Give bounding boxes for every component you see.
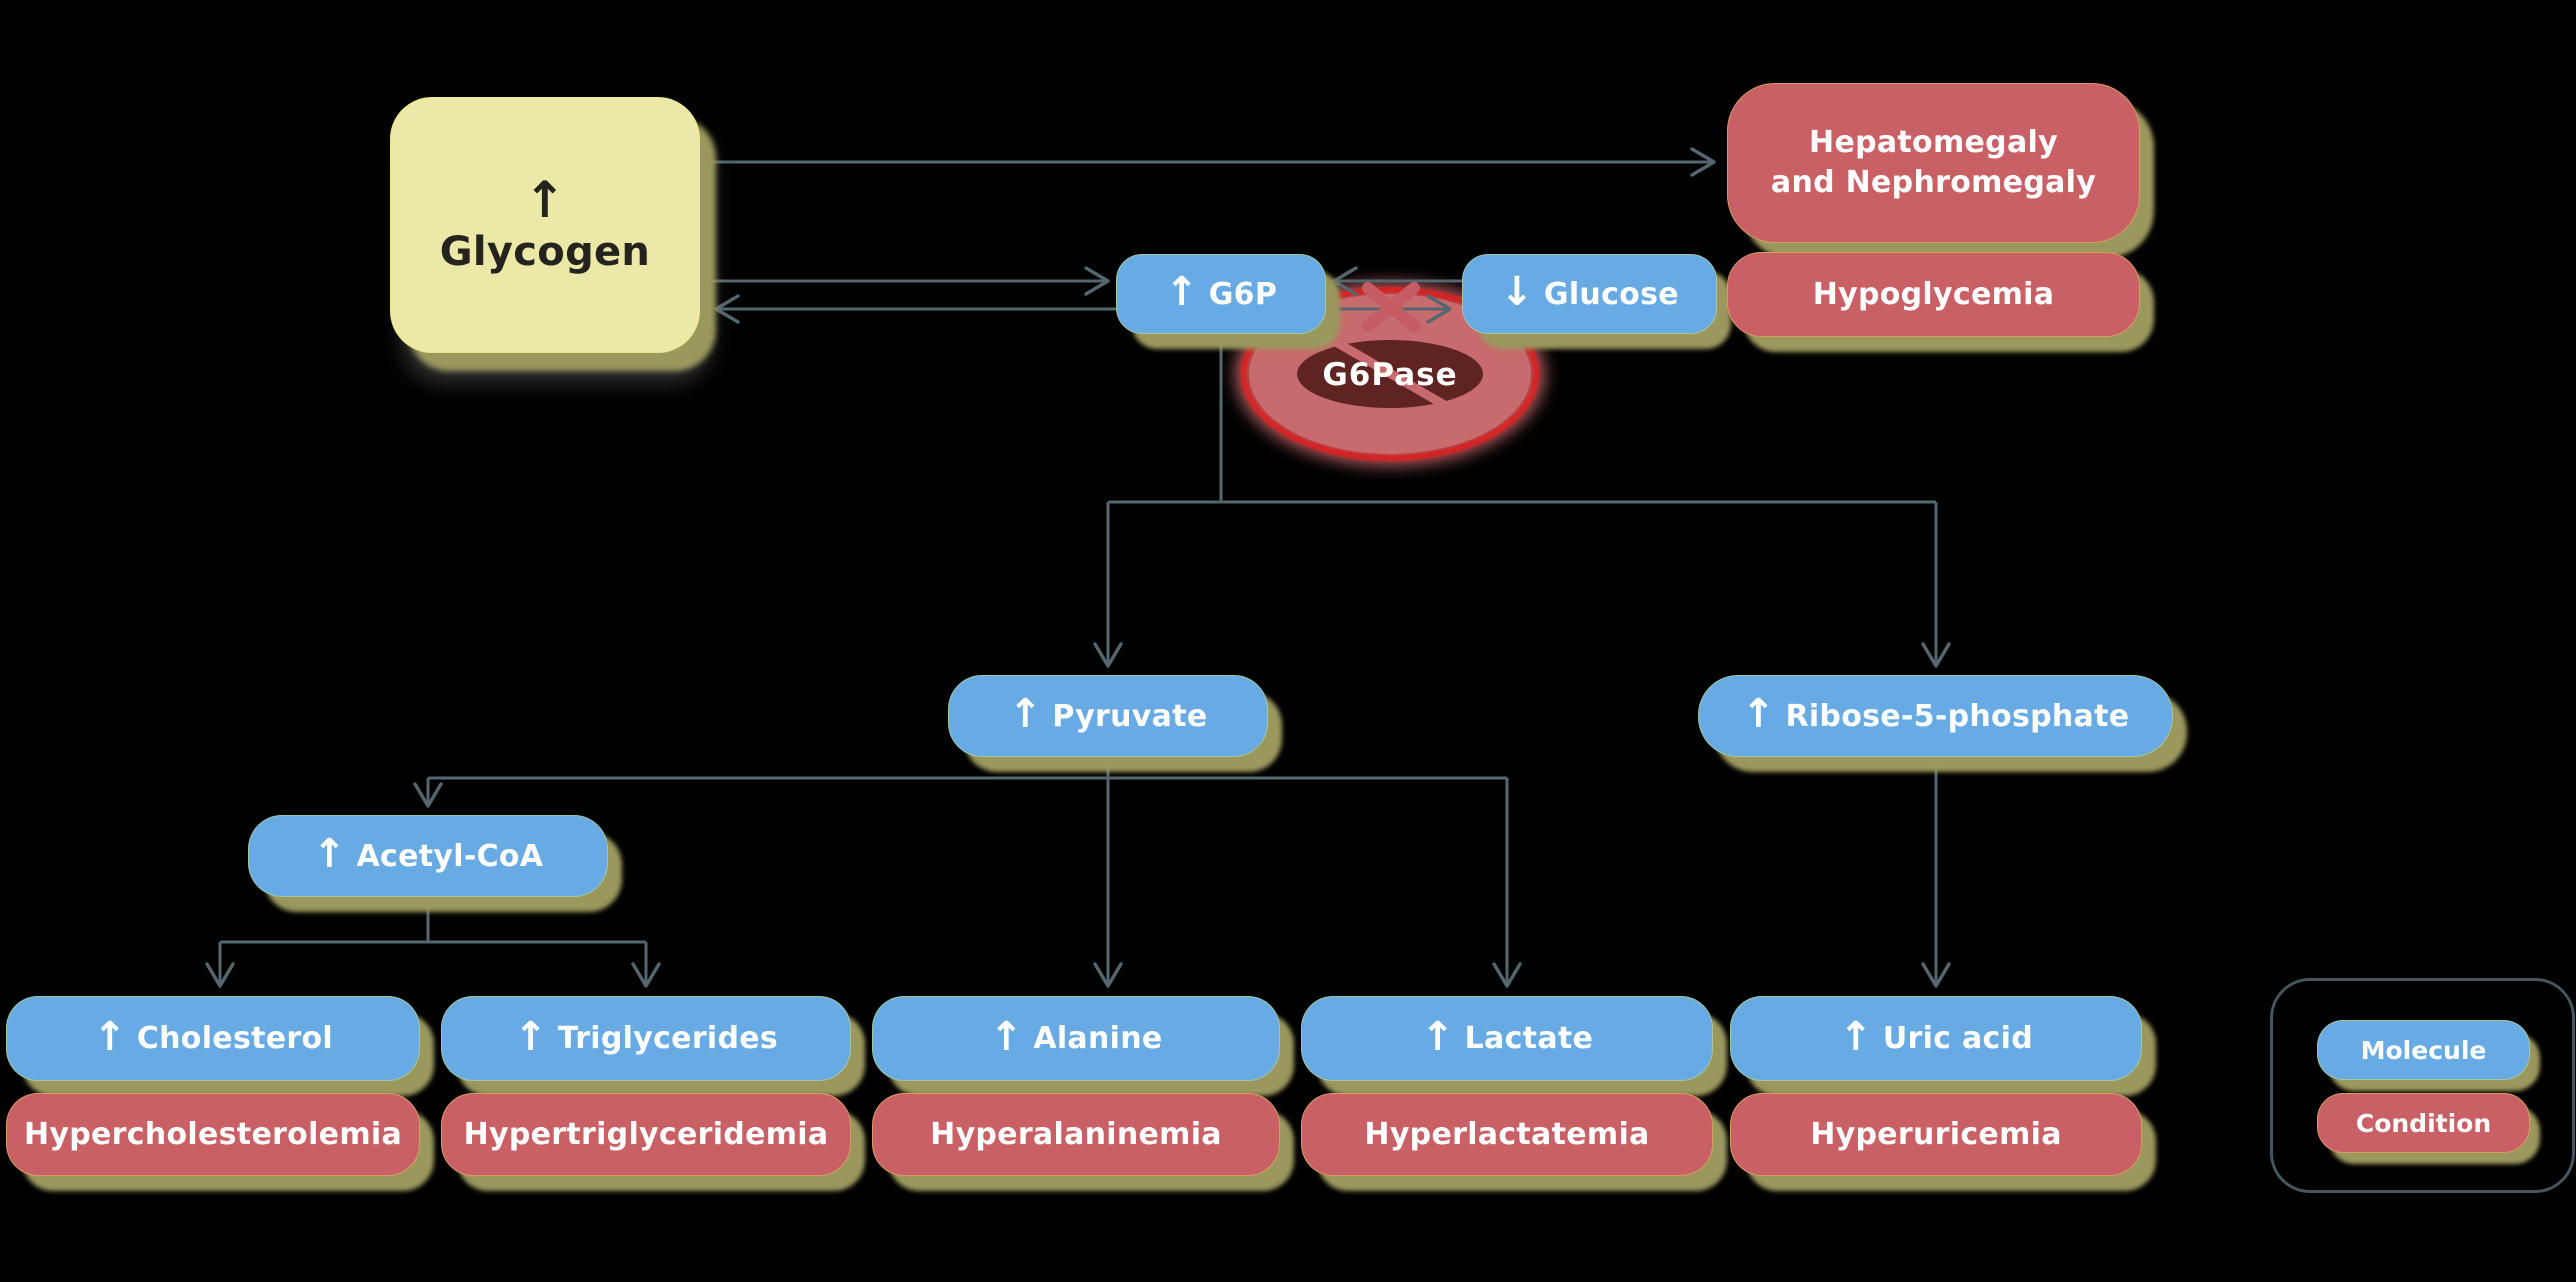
connector-lines — [205, 147, 1951, 988]
increase-arrow-icon: ↑ — [1839, 1013, 1873, 1060]
node-hypercholesterolemia: Hypercholesterolemia — [6, 1093, 420, 1176]
decrease-arrow-icon: ↓ — [1500, 269, 1534, 315]
node-label: Alanine — [1033, 1021, 1163, 1056]
node-label: G6P — [1208, 276, 1278, 312]
node-pyruvate: ↑ Pyruvate — [948, 675, 1268, 757]
node-label: Hyperuricemia — [1810, 1117, 2062, 1152]
node-hyperuricemia: Hyperuricemia — [1730, 1093, 2142, 1176]
node-lactate: ↑ Lactate — [1301, 996, 1713, 1081]
legend-molecule-label: Molecule — [2360, 1035, 2487, 1065]
node-triglycerides: ↑ Triglycerides — [441, 996, 851, 1081]
node-hyperlactatemia: Hyperlactatemia — [1301, 1093, 1713, 1176]
increase-arrow-icon: ↑ — [1420, 1013, 1455, 1060]
node-hyperalaninemia: Hyperalaninemia — [872, 1093, 1280, 1176]
increase-arrow-icon: ↑ — [513, 1013, 548, 1060]
node-cholesterol: ↑ Cholesterol — [6, 996, 420, 1081]
node-label: Glucose — [1543, 276, 1679, 312]
enzyme-slash-icon — [1307, 323, 1475, 425]
node-g6p: ↑ G6P — [1116, 254, 1326, 334]
enzyme-label: G6Pase — [1322, 357, 1457, 393]
node-label: Acetyl-CoA — [356, 838, 544, 874]
increase-arrow-icon: ↑ — [523, 171, 567, 229]
node-label: Uric acid — [1882, 1021, 2033, 1056]
legend: Molecule Condition — [2270, 978, 2575, 1193]
increase-arrow-icon: ↑ — [93, 1013, 127, 1060]
node-label: Glycogen — [439, 229, 651, 275]
legend-molecule-swatch: Molecule — [2317, 1020, 2530, 1080]
blocked-x-icon — [1362, 282, 1420, 332]
increase-arrow-icon: ↑ — [1008, 691, 1043, 737]
node-label: Hyperalaninemia — [930, 1117, 1222, 1152]
node-glucose: ↓ Glucose — [1462, 254, 1717, 334]
node-label: Hypertriglyceridemia — [463, 1117, 829, 1152]
node-label: Pyruvate — [1052, 698, 1208, 734]
node-label: Lactate — [1464, 1021, 1594, 1056]
node-label: Hyperlactatemia — [1364, 1117, 1650, 1152]
node-label: Cholesterol — [136, 1021, 333, 1056]
node-glycogen: ↑ Glycogen — [390, 97, 700, 353]
legend-condition-label: Condition — [2355, 1108, 2492, 1138]
node-alanine: ↑ Alanine — [872, 996, 1280, 1081]
node-ribose-5-phosphate: ↑ Ribose-5-phosphate — [1698, 675, 2173, 757]
enzyme-red-rim — [1241, 287, 1539, 461]
increase-arrow-icon: ↑ — [1164, 269, 1199, 315]
node-hepatomegaly-nephromegaly: Hepatomegaly and Nephromegaly — [1727, 83, 2140, 243]
legend-condition-swatch: Condition — [2317, 1093, 2530, 1153]
node-label: Hepatomegaly and Nephromegaly — [1770, 124, 2097, 201]
node-label: Hypercholesterolemia — [23, 1117, 403, 1152]
increase-arrow-icon: ↑ — [1741, 691, 1776, 737]
node-label: Hypoglycemia — [1812, 277, 2055, 312]
increase-arrow-icon: ↑ — [312, 831, 347, 877]
node-label: Ribose-5-phosphate — [1785, 698, 2130, 734]
increase-arrow-icon: ↑ — [989, 1013, 1024, 1060]
node-acetyl-coa: ↑ Acetyl-CoA — [248, 815, 608, 897]
node-uric-acid: ↑ Uric acid — [1730, 996, 2142, 1081]
node-hypertriglyceridemia: Hypertriglyceridemia — [441, 1093, 851, 1176]
node-hypoglycemia: Hypoglycemia — [1727, 252, 2140, 337]
node-label: Triglycerides — [557, 1021, 779, 1056]
